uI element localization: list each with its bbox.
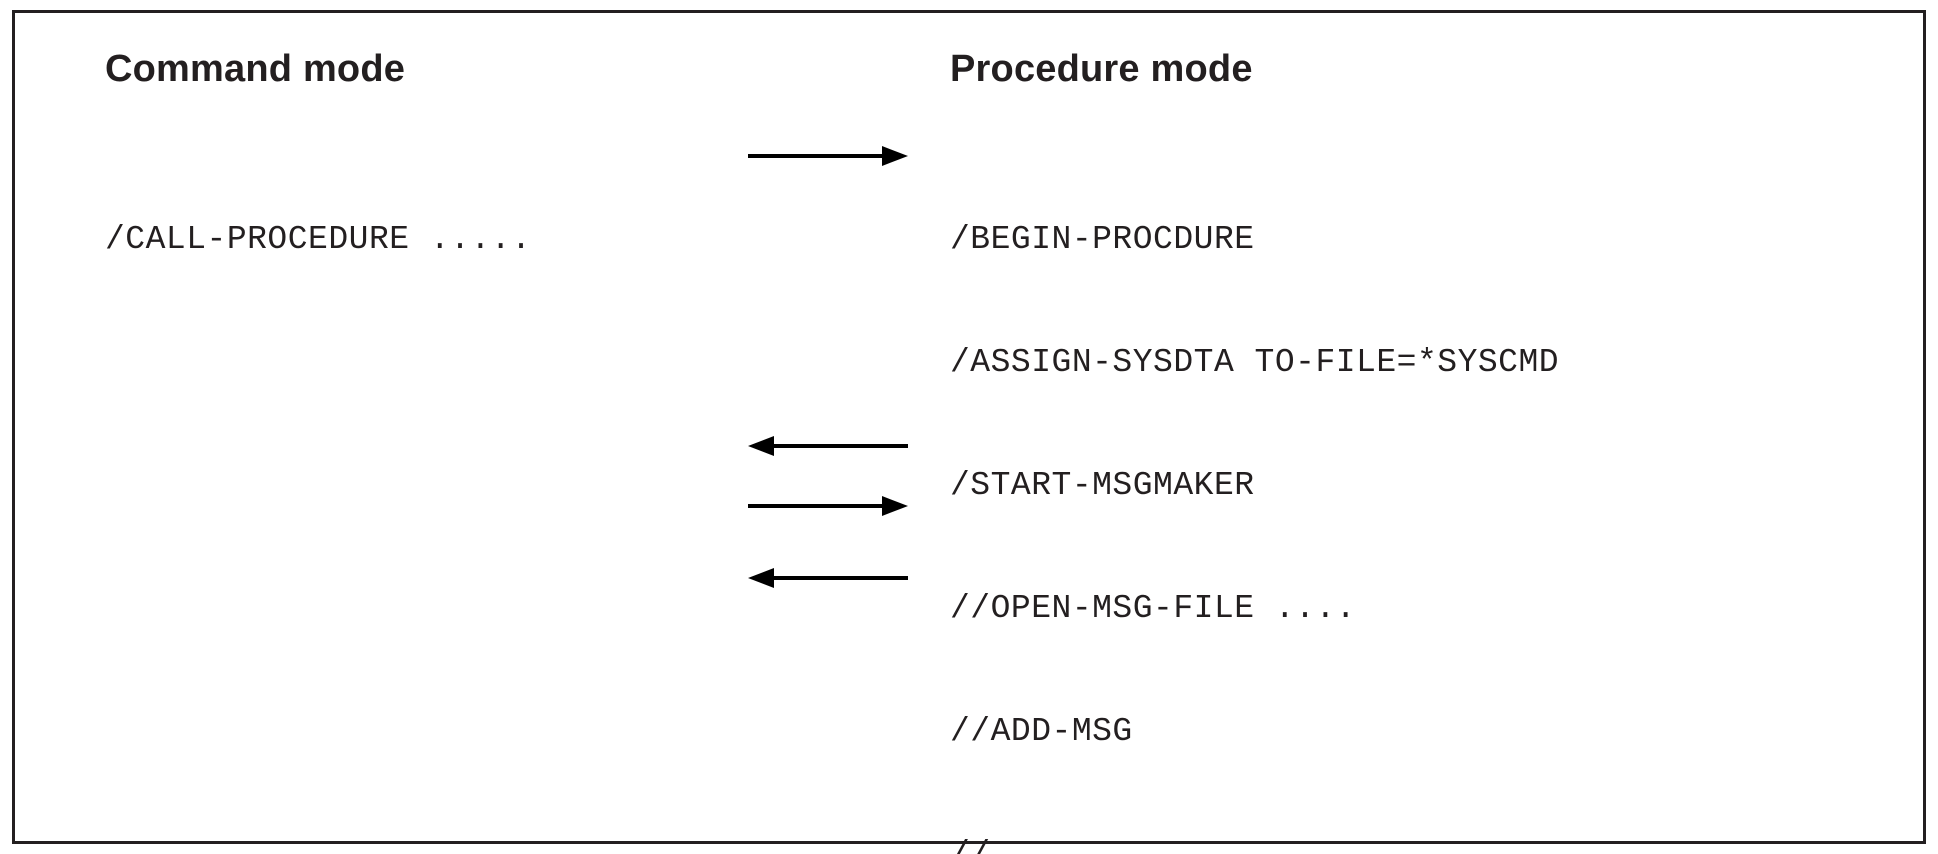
arrow-shaft bbox=[770, 576, 908, 580]
arrow-shaft bbox=[748, 154, 886, 158]
code-line: /CALL-PROCEDURE ..... bbox=[105, 221, 532, 258]
command-mode-column: Command mode /CALL-PROCEDURE ..... / /RE… bbox=[105, 47, 725, 854]
arrow-head bbox=[882, 146, 908, 166]
arrow-head bbox=[748, 568, 774, 588]
figure-border: Command mode /CALL-PROCEDURE ..... / /RE… bbox=[12, 10, 1926, 854]
arrow-shaft bbox=[748, 504, 886, 508]
procedure-mode-code: /BEGIN-PROCDURE /ASSIGN-SYSDTA TO-FILE=*… bbox=[950, 137, 1880, 854]
code-line: //ADD-MSG bbox=[950, 713, 1133, 750]
code-line: /START-MSGMAKER bbox=[950, 467, 1255, 504]
code-line bbox=[105, 342, 725, 383]
arrow-resume-to-procedure-icon bbox=[748, 493, 908, 519]
code-line bbox=[105, 834, 725, 854]
code-line: //....... bbox=[950, 834, 1880, 854]
procedure-mode-column: Procedure mode /BEGIN-PROCDURE /ASSIGN-S… bbox=[950, 47, 1880, 854]
code-line bbox=[105, 465, 725, 506]
code-line: //OPEN-MSG-FILE .... bbox=[950, 590, 1357, 627]
arrow-head bbox=[748, 436, 774, 456]
code-line bbox=[105, 588, 725, 629]
arrow-head bbox=[882, 496, 908, 516]
arrow-shaft bbox=[770, 444, 908, 448]
procedure-mode-heading: Procedure mode bbox=[950, 48, 1253, 90]
command-mode-heading: Command mode bbox=[105, 48, 406, 90]
command-mode-code: /CALL-PROCEDURE ..... / /RESUME-PROGRAM … bbox=[105, 137, 725, 854]
code-line: /BEGIN-PROCDURE bbox=[950, 221, 1255, 258]
arrow-hold-to-command-icon bbox=[748, 433, 908, 459]
arrow-end-to-command-icon bbox=[748, 565, 908, 591]
code-line: /ASSIGN-SYSDTA TO-FILE=*SYSCMD bbox=[950, 344, 1560, 381]
code-line bbox=[105, 711, 725, 752]
arrow-call-to-begin-icon bbox=[748, 143, 908, 169]
